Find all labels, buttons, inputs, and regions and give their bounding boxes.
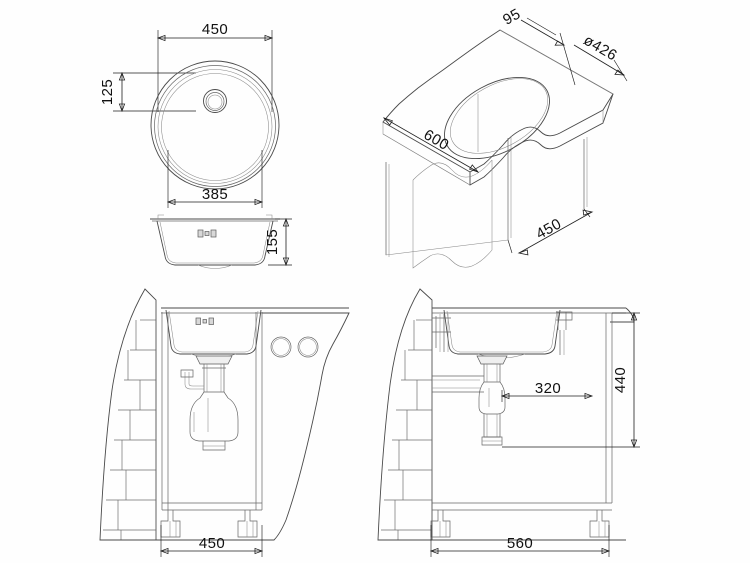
dim-label-440: 440 xyxy=(612,367,629,393)
iso-dimension-600: 600 xyxy=(382,117,480,173)
dim-label-95: 95 xyxy=(500,5,524,28)
tap-hole xyxy=(203,89,227,113)
iso-dimension-450: 450 xyxy=(507,208,594,256)
sink-plan-outline xyxy=(150,60,280,190)
top-view-dimension-385: 385 xyxy=(166,150,264,208)
right-bracket xyxy=(556,311,573,355)
waste-outlet-circles xyxy=(270,336,319,358)
support-rails xyxy=(385,136,588,257)
isometric-view-group: 95 ø426 600 450 xyxy=(382,5,628,269)
dim-label-560: 560 xyxy=(507,535,533,552)
section-view-group: 155 xyxy=(150,214,292,269)
adjustable-legs-side xyxy=(430,510,610,538)
top-view-dimension-450: 450 xyxy=(156,21,274,112)
adjustable-legs-front xyxy=(160,510,258,538)
sink-bowl-front-section xyxy=(165,309,262,359)
dim-label-450-front: 450 xyxy=(199,535,225,552)
front-installation-view-group: 450 xyxy=(99,288,350,557)
inlet-pipework xyxy=(432,314,451,352)
dim-label-125: 125 xyxy=(99,79,116,105)
sink-bowl-side-section xyxy=(443,309,561,359)
iso-dimension-95: 95 xyxy=(500,5,566,46)
front-dimension-450: 450 xyxy=(159,525,264,557)
bottle-trap-front xyxy=(180,355,239,451)
dim-label-600: 600 xyxy=(421,126,452,154)
brick-wall-hatch-left xyxy=(99,288,157,541)
overflow-slot-symbol xyxy=(197,229,217,238)
dim-label-155: 155 xyxy=(264,229,281,255)
dim-label-385: 385 xyxy=(202,186,228,203)
section-view-dimension-155: 155 xyxy=(264,217,292,267)
dim-label-320: 320 xyxy=(535,380,561,397)
brick-wall-hatch-right xyxy=(377,288,433,541)
side-installation-view-group: 320 440 560 xyxy=(377,288,640,557)
cabinet-panels-front xyxy=(161,312,263,511)
side-dimension-560: 560 xyxy=(429,525,611,557)
countertop-cutout xyxy=(444,76,550,160)
side-dimension-320: 320 xyxy=(500,380,594,402)
dim-label-426: ø426 xyxy=(580,32,620,65)
dim-label-450-iso: 450 xyxy=(533,215,564,243)
bottle-trap-side xyxy=(432,355,508,446)
top-view-dimension-125: 125 xyxy=(99,71,196,113)
side-dimension-440: 440 xyxy=(502,311,640,449)
iso-dimension-426: ø426 xyxy=(559,32,628,86)
top-view-group: 450 125 385 xyxy=(99,21,280,208)
cabinet-panels-side xyxy=(432,313,613,511)
dim-label-450-top: 450 xyxy=(202,21,228,38)
